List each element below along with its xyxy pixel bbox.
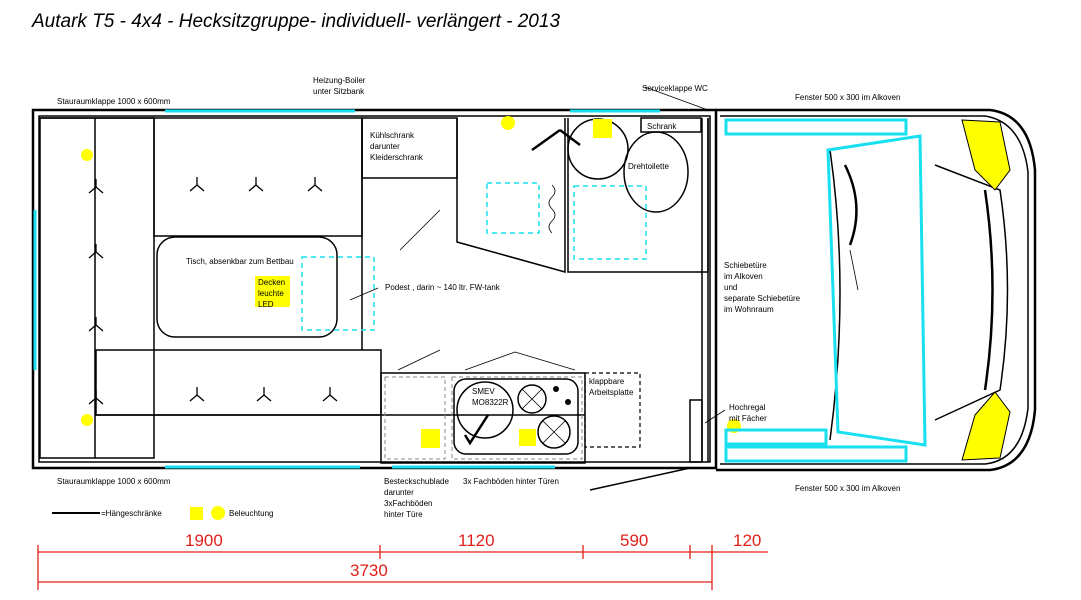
cab-outline <box>716 108 1037 472</box>
label-kuehlschrank: Kühlschrank <box>370 131 415 140</box>
label-besteck-2: darunter <box>384 488 414 497</box>
label-drehtoilette: Drehtoilette <box>628 162 669 171</box>
label-kuehlschrank-3: Kleiderschrank <box>370 153 424 162</box>
living-area-outline <box>31 86 726 491</box>
label-deckenleuchte-2: leuchte <box>258 289 284 298</box>
dimension-120: 120 <box>733 531 761 550</box>
label-stauraum-bottom: Stauraumklappe 1000 x 600mm <box>57 477 171 486</box>
label-besteck: Besteckschublade <box>384 477 449 486</box>
label-klappbare: klappbare <box>589 377 625 386</box>
label-schiebetuere-2: im Alkoven <box>724 272 763 281</box>
label-serviceklappe: Serviceklappe WC <box>642 84 708 93</box>
label-besteck-3: 3xFachböden <box>384 499 432 508</box>
label-schrank: Schrank <box>647 122 677 131</box>
label-kuehlschrank-2: darunter <box>370 142 400 151</box>
label-besteck-4: hinter Türe <box>384 510 423 519</box>
plan-title: Autark T5 - 4x4 - Hecksitzgruppe- indivi… <box>31 11 560 32</box>
dimension-1120: 1120 <box>458 531 495 550</box>
label-hochregal: Hochregal <box>729 403 766 412</box>
label-hochregal-2: mit Fächer <box>729 414 767 423</box>
dimension-total-3730: 3730 <box>350 561 388 580</box>
windows <box>33 109 660 469</box>
label-heizung: Heizung-Boiler <box>313 76 366 85</box>
label-schiebetuere-5: im Wohnraum <box>724 305 774 314</box>
lights <box>81 116 741 448</box>
label-schiebetuere-4: separate Schiebetüre <box>724 294 801 303</box>
labels: Stauraumklappe 1000 x 600mm Stauraumklap… <box>57 76 900 519</box>
label-podest: Podest , darin ~ 140 ltr. FW-tank <box>385 283 501 292</box>
label-schiebetuere-3: und <box>724 283 737 292</box>
label-deckenleuchte-3: LED <box>258 300 274 309</box>
label-tisch: Tisch, absenkbar zum Bettbau <box>186 257 294 266</box>
dimension-590: 590 <box>620 531 648 550</box>
label-stauraum-top: Stauraumklappe 1000 x 600mm <box>57 97 171 106</box>
legend: =Hängeschränke Beleuchtung <box>52 506 273 520</box>
dimension-lines: 1900 1120 590 120 3730 <box>37 531 768 590</box>
label-fenster-top: Fenster 500 x 300 im Alkoven <box>795 93 900 102</box>
dimension-1900: 1900 <box>185 531 223 550</box>
label-fenster-bottom: Fenster 500 x 300 im Alkoven <box>795 484 900 493</box>
label-deckenleuchte: Decken <box>258 278 285 287</box>
legend-beleuchtung: Beleuchtung <box>229 509 273 518</box>
hanging-cabinet-markers <box>88 177 338 405</box>
label-schiebetuere: Schiebetüre <box>724 261 767 270</box>
label-smev-2: MO8322R <box>472 398 509 407</box>
label-fachboeden: 3x Fachböden hinter Türen <box>463 477 559 486</box>
legend-haengeschraenke: =Hängeschränke <box>101 509 162 518</box>
label-smev: SMEV <box>472 387 495 396</box>
label-heizung-2: unter Sitzbank <box>313 87 365 96</box>
label-klappbare-2: Arbeitsplatte <box>589 388 634 397</box>
